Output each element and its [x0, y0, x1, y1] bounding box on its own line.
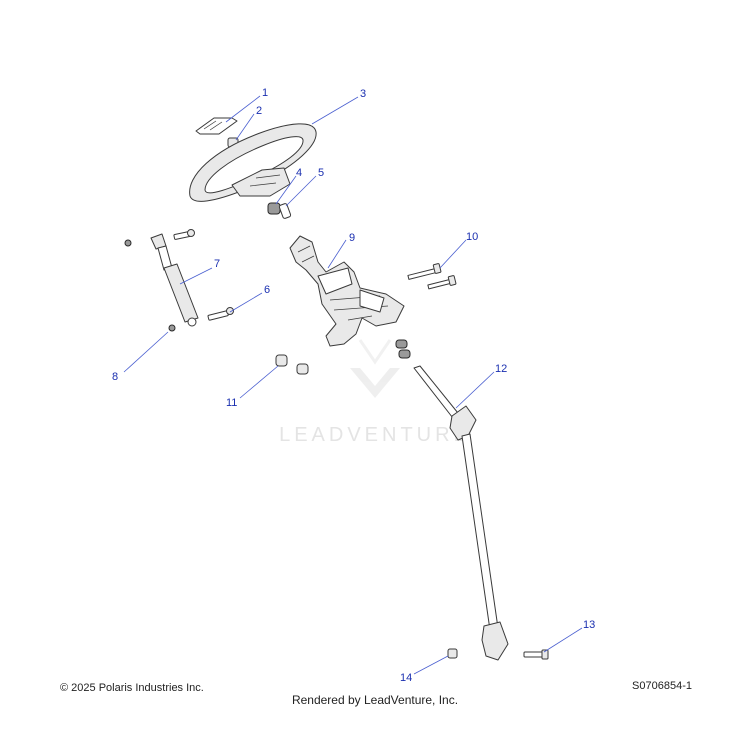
callout-11: 11 [226, 397, 237, 409]
part-12-steering-shaft[interactable] [413, 365, 509, 661]
callout-13: 13 [583, 619, 595, 631]
part-5-pin[interactable] [278, 203, 292, 219]
part-3-steering-wheel[interactable] [189, 123, 317, 202]
part-9-column-bracket[interactable] [289, 235, 405, 347]
callout-5: 5 [318, 167, 324, 179]
rendered-by-text: Rendered by LeadVenture, Inc. [291, 693, 459, 707]
copyright-text: © 2025 Polaris Industries Inc. [60, 682, 204, 694]
part-13-bolt[interactable] [523, 649, 549, 660]
callout-3: 3 [360, 88, 366, 100]
callout-labels: 1 2 3 4 5 6 7 8 9 10 11 12 13 14 [112, 87, 595, 684]
part-14-nut[interactable] [447, 648, 458, 659]
callout-6: 6 [264, 284, 270, 296]
part-10-bolt-lower[interactable] [427, 275, 457, 290]
part-1-horn-cap[interactable] [195, 117, 238, 135]
callout-2: 2 [256, 105, 262, 117]
leader-lines [123, 95, 583, 675]
part-8-nut-upper[interactable] [124, 239, 132, 247]
callout-9: 9 [349, 232, 355, 244]
callout-1: 1 [262, 87, 268, 99]
part-4-bushing[interactable] [267, 202, 281, 215]
callout-4: 4 [296, 167, 302, 179]
callout-14: 14 [400, 672, 412, 684]
part-7-gas-strut[interactable] [150, 233, 199, 327]
part-6-shoulder-bolt-lower[interactable] [207, 307, 234, 321]
callout-7: 7 [214, 258, 220, 270]
part-11-grommet-upper[interactable] [275, 354, 288, 367]
column-bushing-pair[interactable] [395, 339, 411, 359]
part-8-nut-lower[interactable] [168, 324, 176, 332]
watermark-text: LEADVENTURE [279, 424, 471, 446]
callout-8: 8 [112, 371, 118, 383]
part-10-bolt-upper[interactable] [407, 263, 442, 280]
callout-12: 12 [495, 363, 507, 375]
part-6-shoulder-bolt-upper[interactable] [173, 229, 195, 240]
callout-10: 10 [466, 231, 478, 243]
leadventure-watermark-logo [350, 339, 400, 398]
part-11-grommet-lower[interactable] [296, 363, 309, 375]
drawing-id: S0706854-1 [632, 680, 692, 692]
